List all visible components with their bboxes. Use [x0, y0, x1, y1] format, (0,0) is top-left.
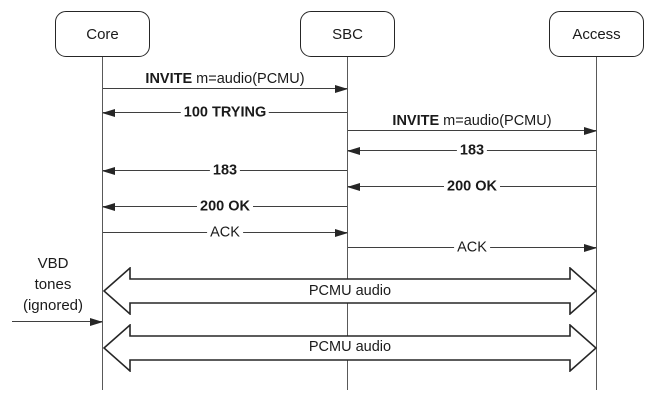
arrowhead-right-icon [90, 317, 103, 326]
arrowhead-left-icon [347, 146, 360, 155]
message-label: 200 OK [444, 178, 500, 195]
message-label-bold: INVITE [392, 113, 440, 129]
arrowhead-left-icon [102, 202, 115, 211]
media-flow-label-1: PCMU audio [308, 283, 392, 299]
actor-label-access: Access [572, 25, 621, 43]
media-flow-label-2: PCMU audio [308, 339, 392, 355]
message-label: ACK [207, 224, 243, 241]
message-label: 183 [209, 162, 241, 179]
message-label-rest: ACK [210, 224, 240, 241]
arrowhead-left-icon [347, 182, 360, 191]
message-label-rest: m=audio(PCMU) [439, 113, 552, 129]
message-label: INVITE m=audio(PCMU) [103, 71, 347, 87]
lifeline-sbc [346, 57, 348, 390]
message-label-bold: 100 TRYING [183, 104, 267, 121]
arrowhead-left-icon [102, 108, 115, 117]
arrow-line [348, 130, 596, 132]
arrowhead-right-icon [584, 243, 597, 252]
message-label-bold: 200 OK [200, 198, 250, 215]
arrow-line [12, 321, 102, 323]
message-label-bold: 183 [459, 142, 485, 159]
actor-label-core: Core [86, 25, 119, 43]
message-label-rest: ACK [457, 239, 487, 256]
message-label-bold: 200 OK [447, 178, 497, 195]
actor-box-sbc: SBC [300, 11, 395, 57]
arrowhead-right-icon [335, 228, 348, 237]
note-vbd-tones: VBD tones (ignored) [22, 255, 84, 314]
message-label-bold: INVITE [145, 71, 193, 87]
arrowhead-left-icon [102, 166, 115, 175]
media-double-arrow-2 [103, 324, 597, 372]
lifeline-core [101, 57, 103, 390]
message-label-rest: m=audio(PCMU) [192, 71, 305, 87]
arrowhead-right-icon [335, 84, 348, 93]
message-label-bold: 183 [212, 162, 238, 179]
message-label: 200 OK [197, 198, 253, 215]
actor-label-sbc: SBC [332, 25, 363, 43]
message-label: ACK [454, 239, 490, 256]
arrow-line [103, 88, 347, 90]
actor-box-core: Core [55, 11, 150, 57]
message-label: INVITE m=audio(PCMU) [348, 113, 596, 129]
actor-box-access: Access [549, 11, 644, 57]
message-label: 183 [456, 142, 488, 159]
arrowhead-right-icon [584, 126, 597, 135]
lifeline-access [595, 57, 597, 390]
message-label: 100 TRYING [180, 104, 270, 121]
media-double-arrow-1 [103, 267, 597, 315]
